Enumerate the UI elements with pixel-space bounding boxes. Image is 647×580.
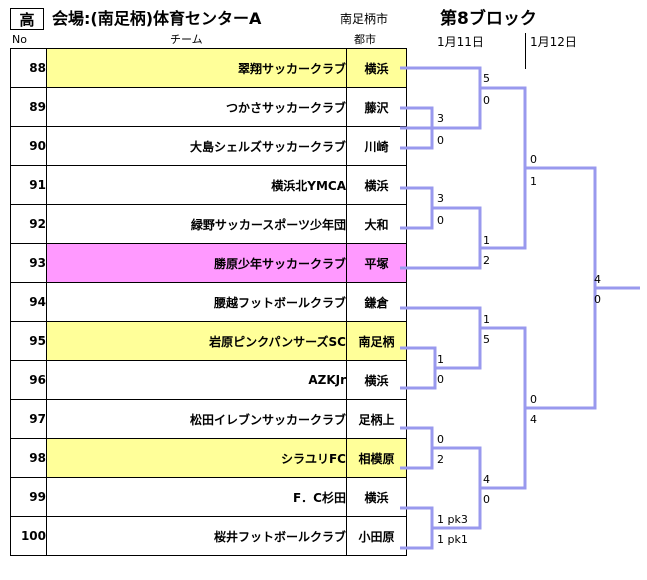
match-score: 2 (483, 254, 490, 267)
team-city: 相模原 (346, 438, 407, 478)
team-no: 92 (10, 204, 47, 244)
team-no: 96 (10, 360, 47, 400)
bracket-line (400, 346, 437, 390)
match-score: 3 (437, 192, 444, 205)
bracket-line (480, 86, 527, 250)
date-day1: 1月11日 (437, 35, 484, 49)
column-header-city: 都市 (354, 33, 376, 46)
match-score: 0 (437, 134, 444, 147)
date-divider (525, 33, 526, 69)
match-score: 5 (483, 333, 490, 346)
match-score: 1 pk1 (437, 533, 468, 546)
column-header-no: No (12, 33, 27, 46)
match-score: 0 (483, 94, 490, 107)
team-no: 99 (10, 477, 47, 517)
match-score: 2 (437, 453, 444, 466)
match-score: 1 (483, 234, 490, 247)
team-name: 岩原ピンクパンサーズSC (46, 321, 347, 361)
team-name: 桜井フットボールクラブ (46, 516, 347, 556)
match-score: 3 (437, 112, 444, 125)
host-city: 南足柄市 (340, 12, 389, 26)
team-name: 緑野サッカースポーツ少年団 (46, 204, 347, 244)
match-score: 1 pk3 (437, 513, 468, 526)
team-no: 94 (10, 282, 47, 322)
team-city: 藤沢 (346, 87, 407, 127)
team-city: 横浜 (346, 477, 407, 517)
team-city: 小田原 (346, 516, 407, 556)
bracket-line (432, 446, 482, 530)
team-no: 91 (10, 165, 47, 205)
team-name: 大島シェルズサッカークラブ (46, 126, 347, 166)
team-city: 横浜 (346, 48, 407, 88)
match-score: 0 (437, 214, 444, 227)
date-day2: 1月12日 (530, 35, 577, 49)
team-no: 95 (10, 321, 47, 361)
match-score: 4 (483, 473, 490, 486)
match-score: 0 (594, 293, 601, 306)
block-title: 第8ブロック (440, 9, 537, 29)
match-score: 1 (483, 313, 490, 326)
bracket-line (400, 426, 434, 470)
team-city: 南足柄 (346, 321, 407, 361)
match-score: 0 (483, 493, 490, 506)
bracket-line (400, 206, 482, 270)
team-name: 翠翔サッカークラブ (46, 48, 347, 88)
match-score: 0 (437, 433, 444, 446)
bracket-line (525, 166, 597, 410)
grade-label: 高 (10, 8, 44, 30)
match-score: 1 (530, 175, 537, 188)
team-city: 鎌倉 (346, 282, 407, 322)
bracket-line (400, 306, 482, 370)
match-score: 0 (437, 373, 444, 386)
team-city: 大和 (346, 204, 407, 244)
bracket-line (480, 326, 527, 490)
match-score: 4 (594, 273, 601, 286)
match-score: 4 (530, 413, 537, 426)
match-score: 0 (530, 393, 537, 406)
match-score: 5 (483, 72, 490, 85)
team-name: F．C杉田 (46, 477, 347, 517)
team-city: 足柄上 (346, 399, 407, 439)
team-city: 川崎 (346, 126, 407, 166)
bracket-line (400, 186, 434, 230)
team-city: 横浜 (346, 165, 407, 205)
match-score: 0 (530, 153, 537, 166)
match-score: 1 (437, 353, 444, 366)
column-header-team: チーム (170, 33, 203, 46)
venue-title: 会場:(南足柄)体育センターA (52, 9, 262, 28)
bracket-line (400, 506, 434, 550)
team-name: 松田イレブンサッカークラブ (46, 399, 347, 439)
